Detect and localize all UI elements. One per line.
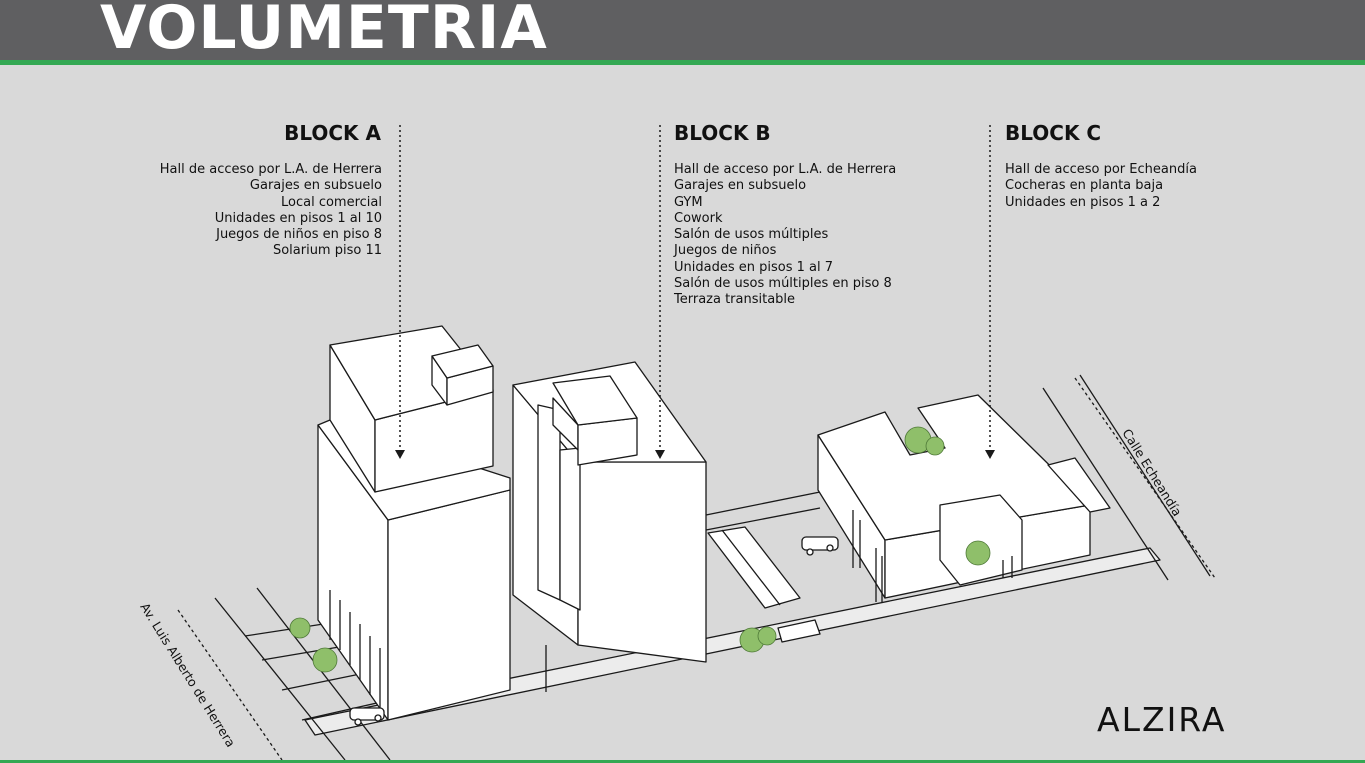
street-line-herrera <box>177 609 283 761</box>
list-item: Juegos de niños <box>674 243 777 259</box>
header-accent-stripe <box>0 60 1365 65</box>
list-item: Cocheras en planta baja <box>1005 178 1164 194</box>
page-title: VOLUMETRIA <box>100 0 548 60</box>
site-ground <box>214 374 1211 761</box>
list-item: Unidades en pisos 1 al 10 <box>214 210 382 226</box>
block-a-features: Hall de acceso por L.A. de Herrera Garaj… <box>160 162 382 260</box>
block-c-title: BLOCK C <box>1005 121 1102 145</box>
block-b-volume <box>512 361 821 692</box>
list-item: Terraza transitable <box>674 292 796 308</box>
list-item: GYM <box>674 194 703 210</box>
brand-logo: ALZIRA <box>1097 700 1227 739</box>
block-b-features: Hall de acceso por L.A. de Herrera Garaj… <box>674 162 896 309</box>
list-item: Local comercial <box>281 194 382 210</box>
list-item: Cowork <box>674 210 723 226</box>
footer-accent-stripe <box>0 760 1365 763</box>
list-item: Solarium piso 11 <box>272 243 382 259</box>
block-c-features: Hall de acceso por Echeandía Cocheras en… <box>1005 162 1197 211</box>
list-item: Hall de acceso por L.A. de Herrera <box>674 162 897 177</box>
list-item: Salón de usos múltiples <box>674 227 829 243</box>
list-item: Juegos de niños en piso 8 <box>216 227 382 243</box>
callout-arrows <box>399 125 991 450</box>
list-item: Garajes en subsuelo <box>249 178 382 194</box>
tree-icon <box>289 426 991 673</box>
list-item: Unidades en pisos 1 al 7 <box>674 259 833 275</box>
street-line-echeandia <box>1074 377 1216 579</box>
list-item: Hall de acceso por L.A. de Herrera <box>159 162 382 177</box>
block-a-title: BLOCK A <box>284 121 381 145</box>
block-a-volume <box>317 325 511 721</box>
arrow-heads <box>395 450 995 459</box>
list-item: Unidades en pisos 1 a 2 <box>1005 194 1161 210</box>
car-icon <box>349 536 839 726</box>
header-bar: VOLUMETRIA <box>0 0 1365 60</box>
list-item: Hall de acceso por Echeandía <box>1005 162 1197 177</box>
list-item: Salón de usos múltiples en piso 8 <box>674 276 892 292</box>
list-item: Garajes en subsuelo <box>674 178 807 194</box>
block-b-title: BLOCK B <box>674 121 771 145</box>
